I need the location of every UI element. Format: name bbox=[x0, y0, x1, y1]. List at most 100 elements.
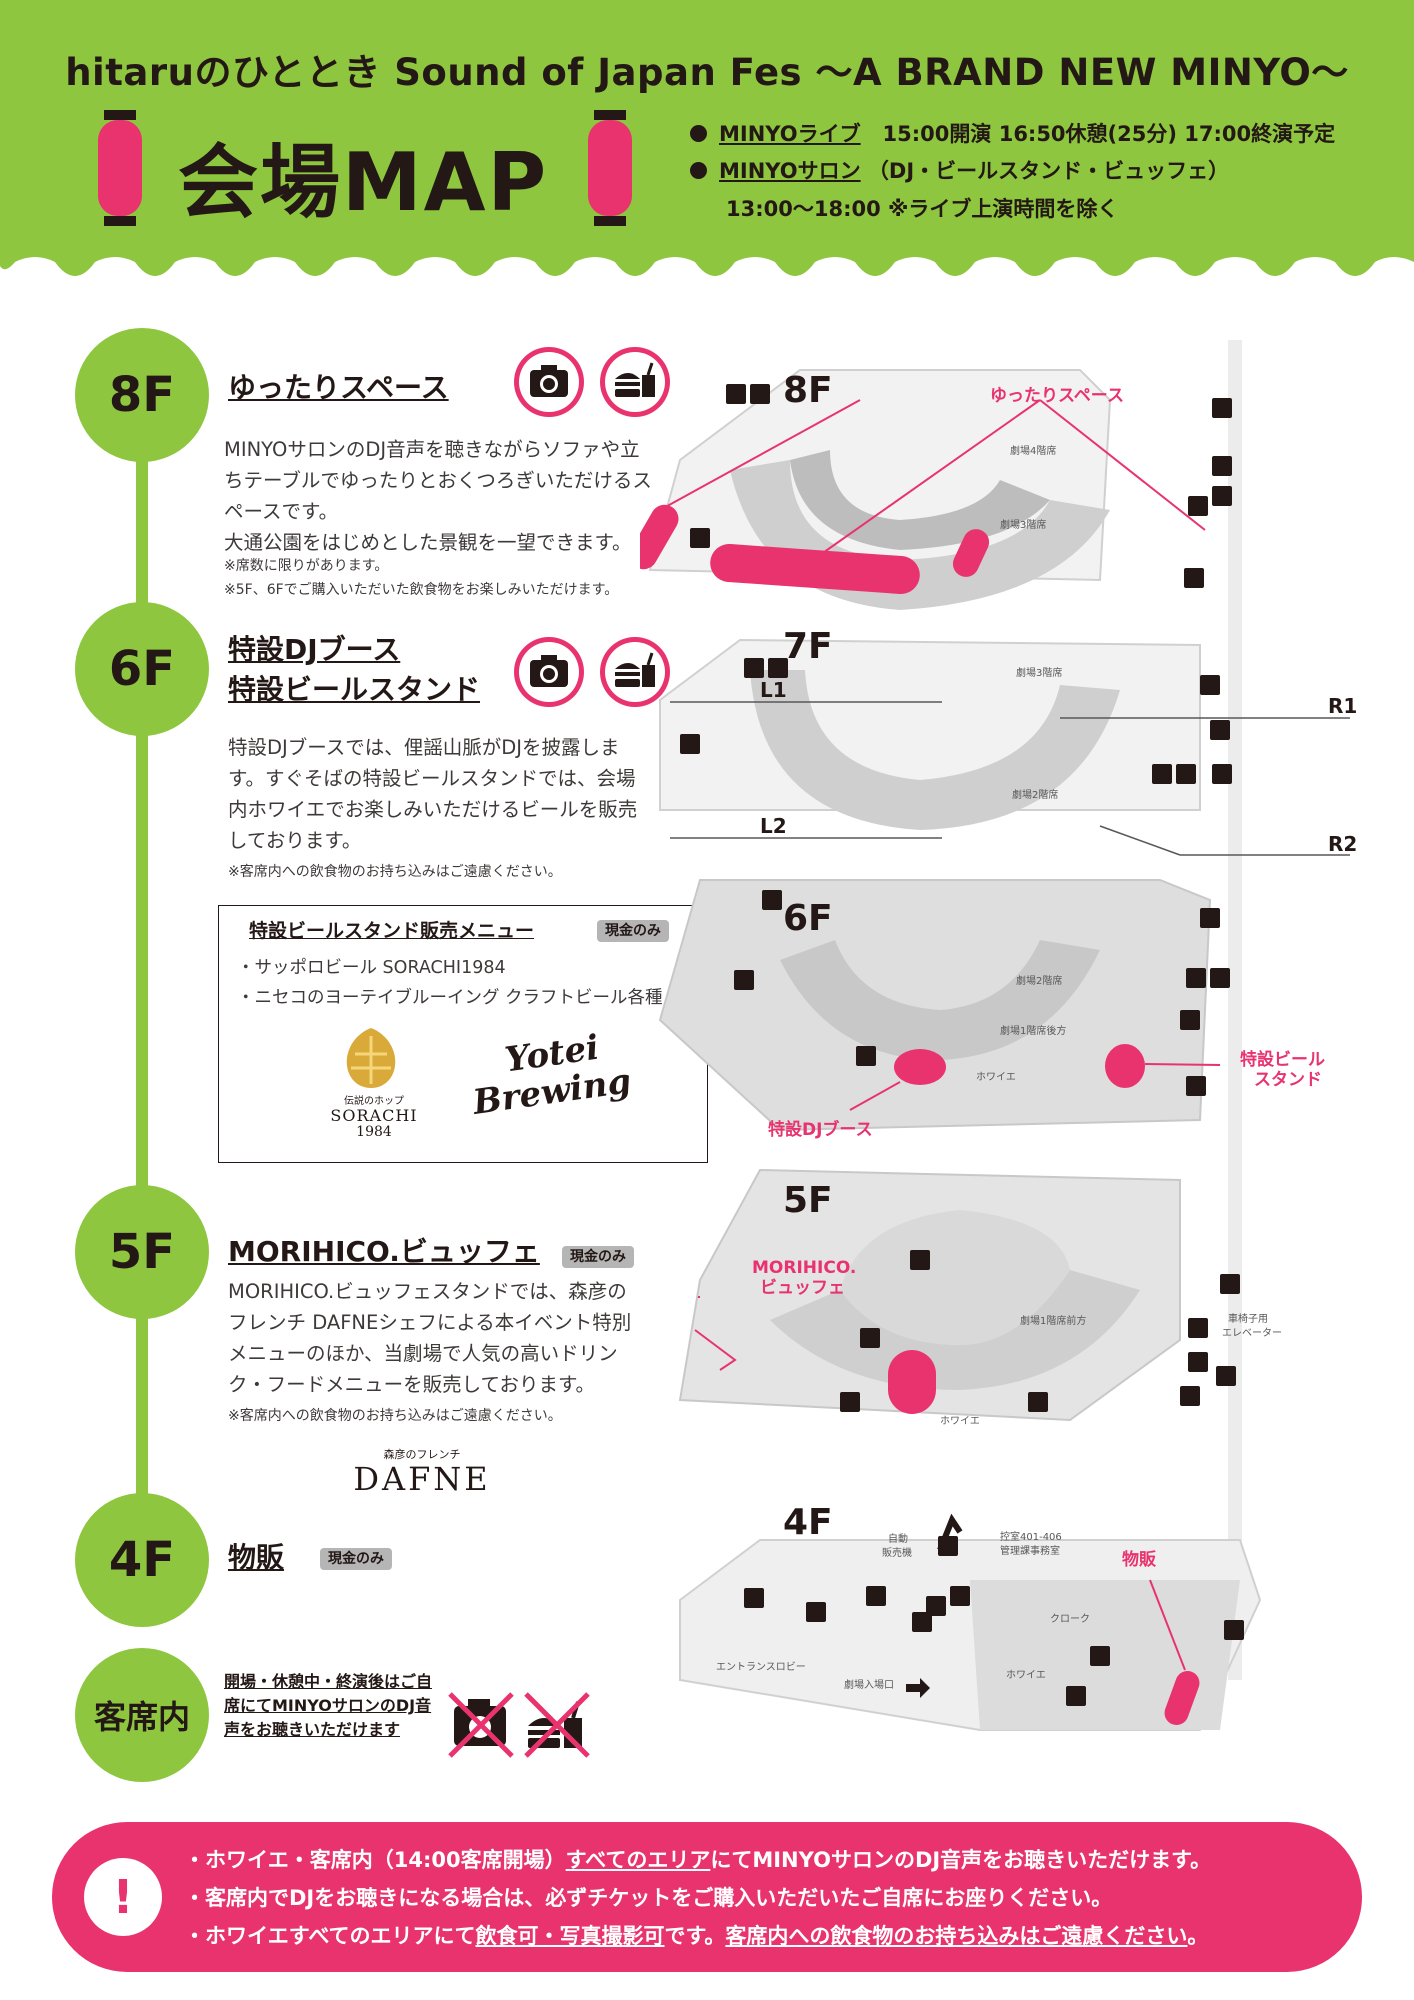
notice-line-3: ・ホワイエすべてのエリアにて飲食可・写真撮影可です。客席内への飲食物のお持ち込み… bbox=[184, 1920, 1208, 1950]
menu-item: ・ニセコのヨーテイブルーイング クラフトビール各種 bbox=[237, 988, 663, 1008]
floor-maps bbox=[640, 340, 1350, 1731]
map-label-4f: 4F bbox=[783, 1502, 833, 1543]
camera-icon bbox=[514, 347, 584, 417]
beer-menu-title: 特設ビールスタンド販売メニュー bbox=[249, 920, 535, 942]
map-4f-foyer: ホワイエ bbox=[1006, 1670, 1046, 1681]
no-food-drink-icon bbox=[524, 1692, 590, 1758]
cash-only-badge: 現金のみ bbox=[320, 1548, 392, 1570]
notice-text: です。 bbox=[664, 1924, 726, 1948]
map-title: 会場MAP bbox=[178, 136, 549, 229]
section-title-4f: 物販 bbox=[228, 1541, 285, 1574]
desc-line: フレンチ DAFNEシェフによる本イベント特別 bbox=[228, 1311, 632, 1334]
arrow-icon bbox=[906, 1678, 930, 1698]
floor-circle-8f: 8F bbox=[75, 328, 209, 462]
note-line: ※5F、6Fでご購入いただいた飲食物をお楽しみいただけます。 bbox=[224, 582, 619, 598]
desc-line: 特設DJブースでは、俚謡山脈がDJを披露しま bbox=[228, 736, 620, 759]
map-4f-cloak: クローク bbox=[1050, 1614, 1090, 1625]
floor-circle-4f: 4F bbox=[75, 1493, 209, 1627]
map-5f bbox=[678, 1168, 1181, 1422]
notice-underline: すべてのエリア bbox=[565, 1848, 711, 1872]
callout-5f-buffet-2: ビュッフェ bbox=[760, 1278, 845, 1298]
section-title-8f: ゆったりスペース bbox=[228, 371, 449, 404]
cash-only-badge: 現金のみ bbox=[562, 1246, 634, 1268]
marker-4f-goods bbox=[1164, 1670, 1200, 1726]
header-background bbox=[0, 0, 1414, 276]
sorachi-logo-top: 伝説のホップ bbox=[344, 1096, 404, 1107]
marker-6f-beer bbox=[1105, 1044, 1145, 1088]
callout-6f-beer-1: 特設ビール bbox=[1240, 1050, 1325, 1070]
notice-underline: 客席内への飲食物のお持ち込みはご遠慮ください bbox=[725, 1924, 1188, 1948]
floor-circle-6f: 6F bbox=[75, 602, 209, 736]
seat-text: 開場・休憩中・終演後はご自席にてMINYOサロンのDJ音声をお聴きいただけます bbox=[224, 1672, 433, 1739]
note-line: ※席数に限りがあります。 bbox=[224, 558, 389, 574]
map-label-7f: 7F bbox=[783, 626, 833, 667]
floor-circle-5f: 5F bbox=[75, 1185, 209, 1319]
map-6f-seat1: 劇場1階席後方 bbox=[1000, 1026, 1067, 1037]
section-note-6f: ※客席内への飲食物のお持ち込みはご遠慮ください。 bbox=[228, 864, 562, 880]
map-5f-foyer: ホワイエ bbox=[940, 1416, 980, 1427]
callout-8f-relax: ゆったりスペース bbox=[990, 386, 1124, 406]
section-title-5f: MORIHICO.ビュッフェ bbox=[228, 1235, 540, 1268]
elevator-shaft bbox=[1228, 340, 1242, 1680]
section-title-6f-beer: 特設ビールスタンド bbox=[228, 673, 481, 706]
section-notes-8f: ※席数に限りがあります。 ※5F、6Fでご購入いただいた飲食物をお楽しみいただけ… bbox=[224, 554, 618, 602]
map-7f-r2: R2 bbox=[1328, 832, 1358, 856]
section-desc-8f: MINYOサロンのDJ音声を聴きながらソファや立 ちテーブルでゆったりとおくつろ… bbox=[224, 434, 652, 558]
marker-5f-buffet bbox=[888, 1350, 936, 1414]
bullet-icon bbox=[690, 162, 707, 179]
exclamation-icon: ! bbox=[84, 1858, 162, 1936]
callout-4f-goods: 物販 bbox=[1122, 1550, 1156, 1570]
schedule-live-text: 15:00開演 16:50休憩(25分) 17:00終演予定 bbox=[882, 122, 1336, 146]
desc-line: MINYOサロンのDJ音声を聴きながらソファや立 bbox=[224, 438, 640, 461]
cash-only-badge: 現金のみ bbox=[597, 920, 669, 942]
beer-menu-box: 特設ビールスタンド販売メニュー 現金のみ ・サッポロビール SORACHI198… bbox=[218, 905, 708, 1163]
marker-8f-right bbox=[952, 529, 990, 577]
map-8f-seat4: 劇場4階席 bbox=[1010, 446, 1057, 457]
desc-line: MORIHICO.ビュッフェスタンドでは、森彦の bbox=[228, 1280, 627, 1303]
notice-banner: ! ・ホワイエ・客席内（14:00客席開場）すべてのエリアにてMINYOサロンの… bbox=[52, 1822, 1362, 1972]
camera-icon bbox=[514, 637, 584, 707]
notice-text: 。 bbox=[1187, 1924, 1209, 1948]
dafne-logo-name: DAFNE bbox=[353, 1460, 491, 1498]
map-6f-foyer: ホワイエ bbox=[976, 1072, 1016, 1083]
map-6f bbox=[658, 879, 1212, 1132]
map-5f-seat: 劇場1階席前方 bbox=[1020, 1316, 1087, 1327]
schedule-salon-text: （DJ・ビールスタンド・ビュッフェ） bbox=[867, 159, 1230, 183]
map-7f-l1: L1 bbox=[760, 678, 787, 702]
marker-6f-dj bbox=[894, 1049, 946, 1085]
section-title-6f-dj: 特設DJブース bbox=[228, 633, 401, 666]
marker-8f-center bbox=[710, 544, 920, 594]
schedule-live-link[interactable]: MINYOライブ bbox=[719, 122, 861, 146]
desc-line: ペースです。 bbox=[224, 500, 339, 523]
notice-text: ・ホワイエ・客席内（14:00客席開場） bbox=[184, 1848, 566, 1872]
notice-line-2: ・客席内でDJをお聴きになる場合は、必ずチケットをご購入いただいたご自席にお座り… bbox=[184, 1886, 1113, 1910]
callout-6f-dj: 特設DJブース bbox=[768, 1120, 873, 1140]
map-label-8f: 8F bbox=[783, 370, 833, 411]
lantern-icon bbox=[588, 110, 632, 226]
floor-circle-seat: 客席内 bbox=[75, 1648, 209, 1782]
schedule-salon-link[interactable]: MINYOサロン bbox=[719, 159, 861, 183]
schedule-salon: MINYOサロン （DJ・ビールスタンド・ビュッフェ） bbox=[690, 155, 1229, 185]
map-7f-l2: L2 bbox=[760, 814, 787, 838]
map-4f-vend-1: 自動 bbox=[888, 1534, 908, 1545]
map-7f bbox=[659, 638, 1201, 830]
bullet-icon bbox=[690, 125, 707, 142]
desc-line: ちテーブルでゆったりとおくつろぎいただけるス bbox=[224, 469, 652, 492]
callout-6f-beer-2: スタンド bbox=[1254, 1070, 1322, 1090]
desc-line: ク・フードメニューを販売しております。 bbox=[228, 1373, 595, 1396]
desc-line: 内ホワイエでお楽しみいただけるビールを販売 bbox=[228, 798, 638, 821]
food-drink-icon bbox=[600, 637, 670, 707]
header: hitaruのひととき Sound of Japan Fes 〜A BRAND … bbox=[0, 0, 1414, 290]
map-7f-seat2: 劇場2階席 bbox=[1012, 790, 1059, 801]
map-4f-room-1: 控室401-406 bbox=[1000, 1532, 1062, 1543]
notice-line-1: ・ホワイエ・客席内（14:00客席開場）すべてのエリアにてMINYOサロンのDJ… bbox=[184, 1844, 1211, 1874]
map-5f-elev-1: 車椅子用 bbox=[1228, 1314, 1268, 1325]
notice-text: にてMINYOサロンのDJ音声をお聴きいただけます。 bbox=[710, 1848, 1212, 1872]
map-8f-seat3: 劇場3階席 bbox=[1000, 520, 1047, 531]
map-4f-entrance: 劇場入場口 bbox=[844, 1680, 894, 1691]
hop-logo-icon bbox=[346, 1028, 396, 1088]
map-label-5f: 5F bbox=[783, 1180, 833, 1221]
sorachi-logo-year: 1984 bbox=[356, 1124, 392, 1140]
desc-line: す。すぐそばの特設ビールスタンドでは、会場 bbox=[228, 767, 636, 790]
sorachi-logo-name: SORACHI bbox=[330, 1106, 418, 1125]
